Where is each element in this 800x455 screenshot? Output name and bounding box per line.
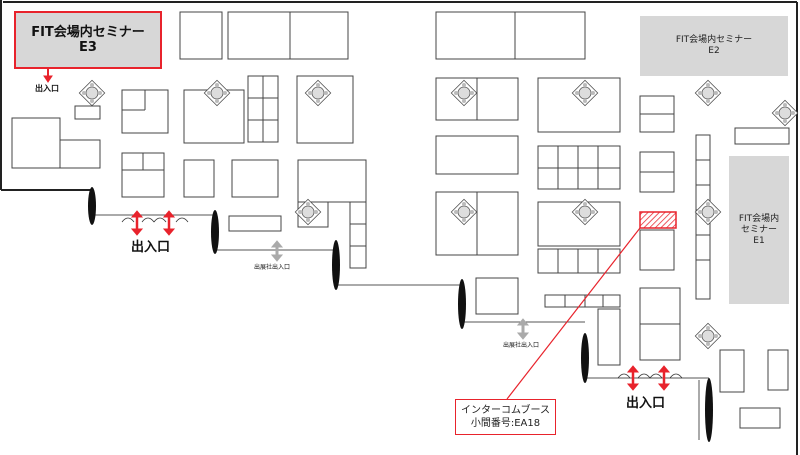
double-arrow-icon xyxy=(626,365,640,391)
seminar-e2-code: E2 xyxy=(708,46,720,56)
seminar-e2-title: FIT会場内セミナー xyxy=(675,35,753,45)
booth-callout[interactable]: インターコムブース 小間番号:EA18 xyxy=(455,399,556,435)
seminar-room-e3: FIT会場内セミナー E3 xyxy=(14,11,162,69)
exhibitor-arrows xyxy=(270,240,530,340)
door-marks xyxy=(121,217,683,379)
seminar-room-e2: FIT会場内セミナー E2 xyxy=(640,16,788,76)
seminar-room-e1: FIT会場内 セミナー E1 xyxy=(729,156,789,304)
gray-double-arrow-icon xyxy=(270,240,284,262)
callout-booth-number: 小間番号:EA18 xyxy=(470,418,541,429)
exhibitor-entrance-label-lower: 出展社出入口 xyxy=(503,342,540,349)
entrance-label-right: 出入口 xyxy=(626,396,666,411)
entrance-label-small: 出入口 xyxy=(35,84,59,93)
entrance-arrows xyxy=(43,57,671,391)
highlighted-booth-ea18[interactable] xyxy=(639,211,677,229)
callout-leader-line xyxy=(506,227,641,400)
double-arrow-icon xyxy=(130,210,144,236)
seminar-e3-code: E3 xyxy=(79,40,97,55)
double-arrow-icon xyxy=(162,210,176,236)
seminar-e3-title: FIT会場内セミナー xyxy=(31,25,145,40)
partitions xyxy=(88,187,713,442)
seminar-e1-code: E1 xyxy=(753,235,765,246)
seminar-e1-title-line2: セミナー xyxy=(740,224,777,235)
gray-double-arrow-icon xyxy=(516,318,530,340)
entrance-label-left: 出入口 xyxy=(131,240,171,255)
double-arrow-icon xyxy=(657,365,671,391)
exhibitor-entrance-label-upper: 出展社出入口 xyxy=(254,264,291,271)
booths xyxy=(11,11,790,429)
callout-booth-name: インターコムブース xyxy=(461,405,550,416)
seminar-e1-title-line1: FIT会場内 xyxy=(738,213,780,224)
